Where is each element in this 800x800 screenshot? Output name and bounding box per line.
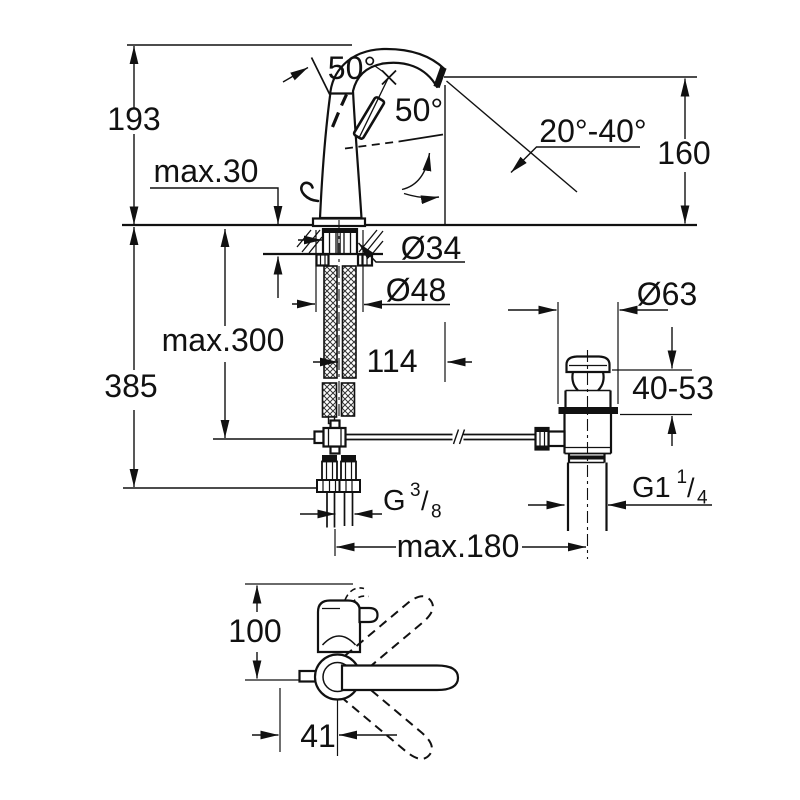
waste-thread-sup: 1 [677, 467, 688, 488]
mounting-nut-left [315, 253, 330, 267]
dim-below-deck: 385 [104, 368, 157, 404]
waste-thread-sub: 4 [697, 488, 708, 509]
dim-deck-thickness: max.30 [154, 153, 259, 189]
lever-down-dashed-line [344, 140, 400, 150]
angle-label-leader [374, 65, 383, 72]
hose-segment-left [321, 382, 338, 418]
waste-pipe [566, 462, 608, 531]
faucet-front-view [282, 47, 578, 228]
lever-position-lower-dashed [331, 670, 433, 760]
dimension-labels: 193 max.30 50° 50° 20°-40° 160 Ø34 Ø48 m… [104, 50, 714, 754]
supply-tails [326, 492, 354, 528]
hose-segment-right [340, 382, 356, 417]
rod-coupler-body [322, 426, 347, 448]
dimension-lines [129, 46, 712, 552]
swivel-angle-arrow [282, 66, 309, 83]
dim-spout-height: 160 [657, 135, 710, 171]
swivel-limit-tick [310, 57, 331, 96]
dim-swivel-angle: 50° [328, 50, 376, 86]
dim-total-height: 193 [107, 101, 160, 137]
lever-alternate-position-dashes [331, 93, 348, 128]
dim-tilt-angle: 50° [395, 92, 443, 128]
spout-outlet-face [433, 66, 447, 89]
dim-waste-flange-dia: Ø63 [637, 276, 697, 312]
waste-thread-label: G1 1 / 4 [632, 467, 708, 509]
supply-thread-label: G 3 / 8 [383, 480, 442, 523]
lever-axis-line [358, 76, 390, 139]
mounting-shank [315, 220, 374, 454]
reference-lines [122, 44, 697, 489]
valve-base-left [316, 479, 342, 493]
waste-seal-flange [558, 407, 618, 414]
supply-thread-g: G [383, 485, 406, 517]
dim-spout-reach: 114 [366, 343, 417, 379]
pull-rod-knob [300, 181, 320, 203]
dim-topview-depth: 100 [228, 613, 281, 649]
rod-connector-nose [547, 430, 566, 448]
waste-thread-g: G1 [632, 472, 671, 504]
tilt-angle-arc-right [403, 192, 440, 205]
lever-position-upper-dashed [332, 595, 434, 685]
supply-thread-sup: 3 [410, 480, 421, 501]
valve-base-right [338, 479, 361, 493]
top-view-handle-nub [358, 606, 379, 624]
lever-down-solid-line [398, 133, 444, 143]
horizontal-pull-rod [345, 433, 537, 441]
dim-hose-length: max.300 [162, 322, 285, 358]
plug-neck [571, 371, 605, 392]
tilt-angle-arc-up [401, 152, 432, 191]
waste-plug-cap [565, 355, 611, 374]
dim-rod-reach: max.180 [397, 528, 520, 564]
top-view [245, 583, 460, 760]
threaded-shank-right [341, 265, 357, 379]
dim-clamping-range: 40-53 [632, 370, 714, 406]
rod-break-symbol [452, 429, 466, 445]
waste-thread-slash: / [687, 473, 695, 503]
stream-angle-diagonal [446, 80, 578, 193]
top-view-lever [340, 664, 460, 692]
dim-stream-angle: 20°-40° [539, 113, 646, 149]
stream-angle-leader [510, 146, 640, 173]
check-valve-right [340, 460, 357, 481]
dim-topview-offset: 41 [300, 718, 336, 754]
supply-thread-sub: 8 [431, 502, 442, 523]
rod-coupler-nose [313, 430, 325, 445]
check-valve-left [321, 460, 338, 481]
threaded-shank-left [323, 265, 338, 379]
dim-hole-diameter: Ø34 [401, 230, 461, 266]
supply-thread-slash: / [421, 486, 429, 516]
pop-up-waste [534, 302, 692, 559]
deck-thickness-leader [150, 187, 283, 224]
axis-cross-marker [381, 69, 397, 86]
dim-base-diameter: Ø48 [386, 272, 446, 308]
hole-dia-leader [357, 242, 465, 263]
